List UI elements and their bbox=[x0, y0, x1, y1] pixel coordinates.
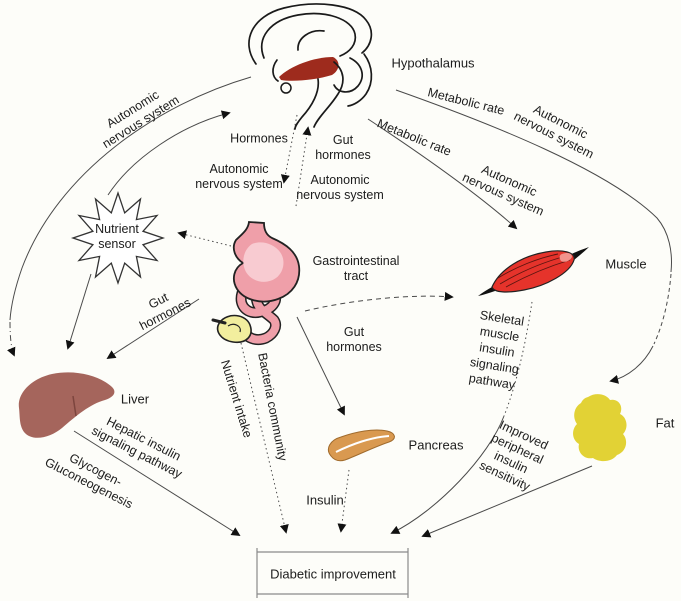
arrow-brain-to-liver bbox=[9, 76, 252, 321]
diabetic-improvement-box bbox=[256, 548, 409, 598]
muscle-body bbox=[491, 250, 575, 293]
muscle-tendon-right bbox=[570, 247, 589, 260]
arrow-hormones-down bbox=[280, 114, 298, 184]
arrow-sensor-to-liver bbox=[65, 273, 92, 350]
label-line: Gastrointestinal bbox=[312, 254, 400, 268]
arrow-bacteria-to-box bbox=[240, 342, 289, 534]
arrow-brain-to-fat-b bbox=[653, 273, 672, 345]
label-gut-hormones-center: Gut hormones bbox=[326, 325, 382, 355]
arrow-fat-to-box bbox=[421, 465, 593, 538]
label-autonomic-nervous-system-mid-right: Autonomic nervous system bbox=[296, 173, 384, 203]
label-line: nervous system bbox=[296, 188, 384, 202]
pancreas-duct bbox=[335, 435, 390, 453]
label-line: Autonomic bbox=[310, 173, 370, 187]
muscle-illustration bbox=[478, 247, 589, 296]
pancreas-illustration bbox=[327, 429, 395, 462]
arrow-brain-to-liver-end bbox=[7, 321, 16, 357]
label-line: Gut bbox=[332, 133, 354, 147]
label-insulin: Insulin bbox=[306, 492, 344, 508]
label-line: sensor bbox=[98, 237, 136, 251]
label-liver: Liver bbox=[120, 391, 150, 407]
label-gut-hormones-top: Gut hormones bbox=[315, 133, 371, 163]
gallbladder-blob bbox=[216, 314, 252, 344]
arrow-brain-to-fat-c bbox=[609, 345, 654, 384]
arrow-muscle-to-box-b bbox=[390, 415, 505, 534]
arrow-gi-to-liver bbox=[106, 298, 200, 359]
label-diabetic-improvement: Diabetic improvement bbox=[270, 566, 396, 582]
gallbladder-duct bbox=[211, 318, 227, 325]
intestine-fill bbox=[237, 286, 280, 344]
arrow-gi-to-muscle bbox=[304, 291, 454, 312]
label-hormones: Hormones bbox=[230, 131, 288, 146]
arrow-gi-to-sensor bbox=[177, 230, 232, 247]
nutrient-sensor-star bbox=[70, 190, 166, 286]
arrow-insulin-to-box bbox=[337, 469, 350, 533]
label-line: hormones bbox=[326, 340, 382, 354]
gi-tract-illustration bbox=[211, 221, 301, 346]
label-line: hormones bbox=[315, 148, 371, 162]
hypothalamus-region bbox=[279, 57, 339, 81]
label-line: Gut bbox=[343, 325, 365, 339]
gallbladder-curl bbox=[227, 323, 241, 333]
pituitary-circle bbox=[280, 82, 292, 94]
label-line: Autonomic bbox=[209, 162, 269, 176]
liver-cleft bbox=[72, 395, 77, 417]
label-gastrointestinal-tract: Gastrointestinal tract bbox=[313, 254, 400, 284]
label-muscle: Muscle bbox=[605, 256, 647, 272]
label-nutrient-sensor: Nutrient sensor bbox=[95, 222, 139, 252]
arrow-sensor-to-brain bbox=[107, 110, 231, 196]
liver-illustration bbox=[18, 372, 115, 438]
arrow-brain-to-fat-a bbox=[395, 89, 672, 273]
label-pancreas: Pancreas bbox=[408, 437, 464, 453]
arrow-gi-to-pancreas bbox=[296, 316, 345, 416]
arrow-liver-to-box bbox=[73, 430, 241, 536]
arrow-brain-to-muscle bbox=[367, 118, 518, 230]
connectors bbox=[7, 76, 672, 538]
fat-illustration bbox=[573, 394, 627, 462]
label-hypothalamus: Hypothalamus bbox=[391, 55, 475, 71]
label-line: nervous system bbox=[195, 177, 283, 191]
brain-illustration bbox=[248, 3, 373, 130]
label-autonomic-nervous-system-mid-left: Autonomic nervous system bbox=[195, 162, 283, 192]
label-line: tract bbox=[343, 269, 369, 283]
stomach-highlight bbox=[243, 242, 284, 282]
label-fat: Fat bbox=[655, 415, 675, 431]
label-line: Nutrient bbox=[95, 222, 139, 236]
muscle-highlight bbox=[559, 253, 572, 262]
